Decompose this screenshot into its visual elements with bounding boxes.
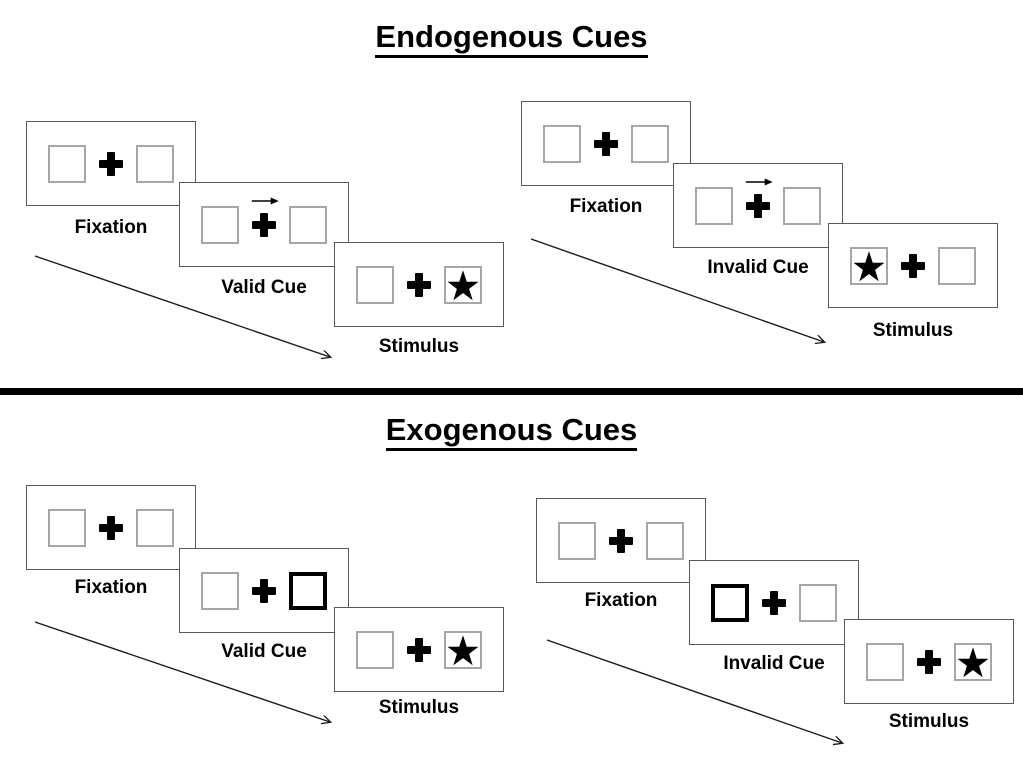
panel-stimulus [334,607,504,692]
fixation-cross-icon [746,193,770,218]
fixation-cross-icon [99,151,123,176]
star-icon [447,634,479,665]
fixation-cross-wrap [407,272,431,297]
panel-label-stimulus: Stimulus [378,697,460,718]
panel-label-valid-cue: Valid Cue [221,277,307,298]
fixation-cross-wrap [762,590,786,615]
right-placeholder-box [799,583,837,622]
fixation-cross-wrap [745,178,773,218]
panel-fixation [521,101,691,186]
panel-valid-cue [179,182,349,267]
panel-invalid-cue [689,560,859,645]
left-placeholder-box [201,571,239,610]
star-box [954,642,992,681]
section-title-endogenous: Endogenous Cues [0,19,1023,58]
panel-label-fixation: Fixation [569,196,643,217]
left-placeholder-box [48,144,86,183]
panel-label-invalid-cue: Invalid Cue [707,257,809,278]
fixation-cross-icon [407,637,431,662]
fixation-cross-wrap [901,253,925,278]
bold-cue-box [711,583,749,622]
fixation-cross-icon [99,515,123,540]
left-placeholder-box [695,186,733,225]
fixation-cross-icon [407,272,431,297]
fixation-cross-icon [252,578,276,603]
arrow-right-icon [745,178,773,185]
panel-stimulus [844,619,1014,704]
fixation-cross-icon [252,212,276,237]
arrow-right-icon [251,197,279,204]
section-title-text: Endogenous Cues [375,19,648,58]
panel-fixation [536,498,706,583]
left-placeholder-box [48,508,86,547]
right-placeholder-box [136,508,174,547]
fixation-cross-wrap [251,197,279,237]
flow-arrow-endogenous-invalid [530,238,824,342]
panel-label-stimulus: Stimulus [872,320,954,341]
fixation-cross-wrap [99,151,123,176]
star-box [444,630,482,669]
panel-label-fixation: Fixation [74,217,148,238]
panel-valid-cue [179,548,349,633]
panel-stimulus [334,242,504,327]
fixation-cross-wrap [609,528,633,553]
flow-arrow-endogenous-valid [34,255,330,357]
fixation-cross-wrap [252,578,276,603]
section-title-exogenous: Exogenous Cues [0,412,1023,451]
right-placeholder-box [136,144,174,183]
star-icon [447,269,479,300]
star-icon [957,646,989,677]
section-divider [0,388,1023,395]
panel-invalid-cue [673,163,843,248]
section-title-text: Exogenous Cues [385,412,638,451]
flow-arrow-exogenous-invalid [546,639,842,743]
right-placeholder-box [631,124,669,163]
left-placeholder-box [201,205,239,244]
panel-fixation [26,485,196,570]
panel-label-fixation: Fixation [584,590,658,611]
fixation-cross-wrap [917,649,941,674]
left-placeholder-box [558,521,596,560]
flow-arrow-exogenous-valid [34,621,330,722]
fixation-cross-icon [901,253,925,278]
star-icon [853,250,885,281]
left-placeholder-box [356,630,394,669]
fixation-cross-wrap [407,637,431,662]
panel-stimulus [828,223,998,308]
left-placeholder-box [543,124,581,163]
star-box [850,246,888,285]
bold-cue-box [289,571,327,610]
panel-label-valid-cue: Valid Cue [221,641,307,662]
panel-label-fixation: Fixation [74,577,148,598]
right-placeholder-box [289,205,327,244]
fixation-cross-icon [917,649,941,674]
left-placeholder-box [866,642,904,681]
star-box [444,265,482,304]
panel-fixation [26,121,196,206]
panel-label-stimulus: Stimulus [378,336,460,357]
panel-label-stimulus: Stimulus [888,711,970,732]
panel-label-invalid-cue: Invalid Cue [723,653,825,674]
right-placeholder-box [646,521,684,560]
fixation-cross-icon [594,131,618,156]
fixation-cross-icon [762,590,786,615]
fixation-cross-icon [609,528,633,553]
right-placeholder-box [783,186,821,225]
fixation-cross-wrap [99,515,123,540]
right-placeholder-box [938,246,976,285]
left-placeholder-box [356,265,394,304]
fixation-cross-wrap [594,131,618,156]
